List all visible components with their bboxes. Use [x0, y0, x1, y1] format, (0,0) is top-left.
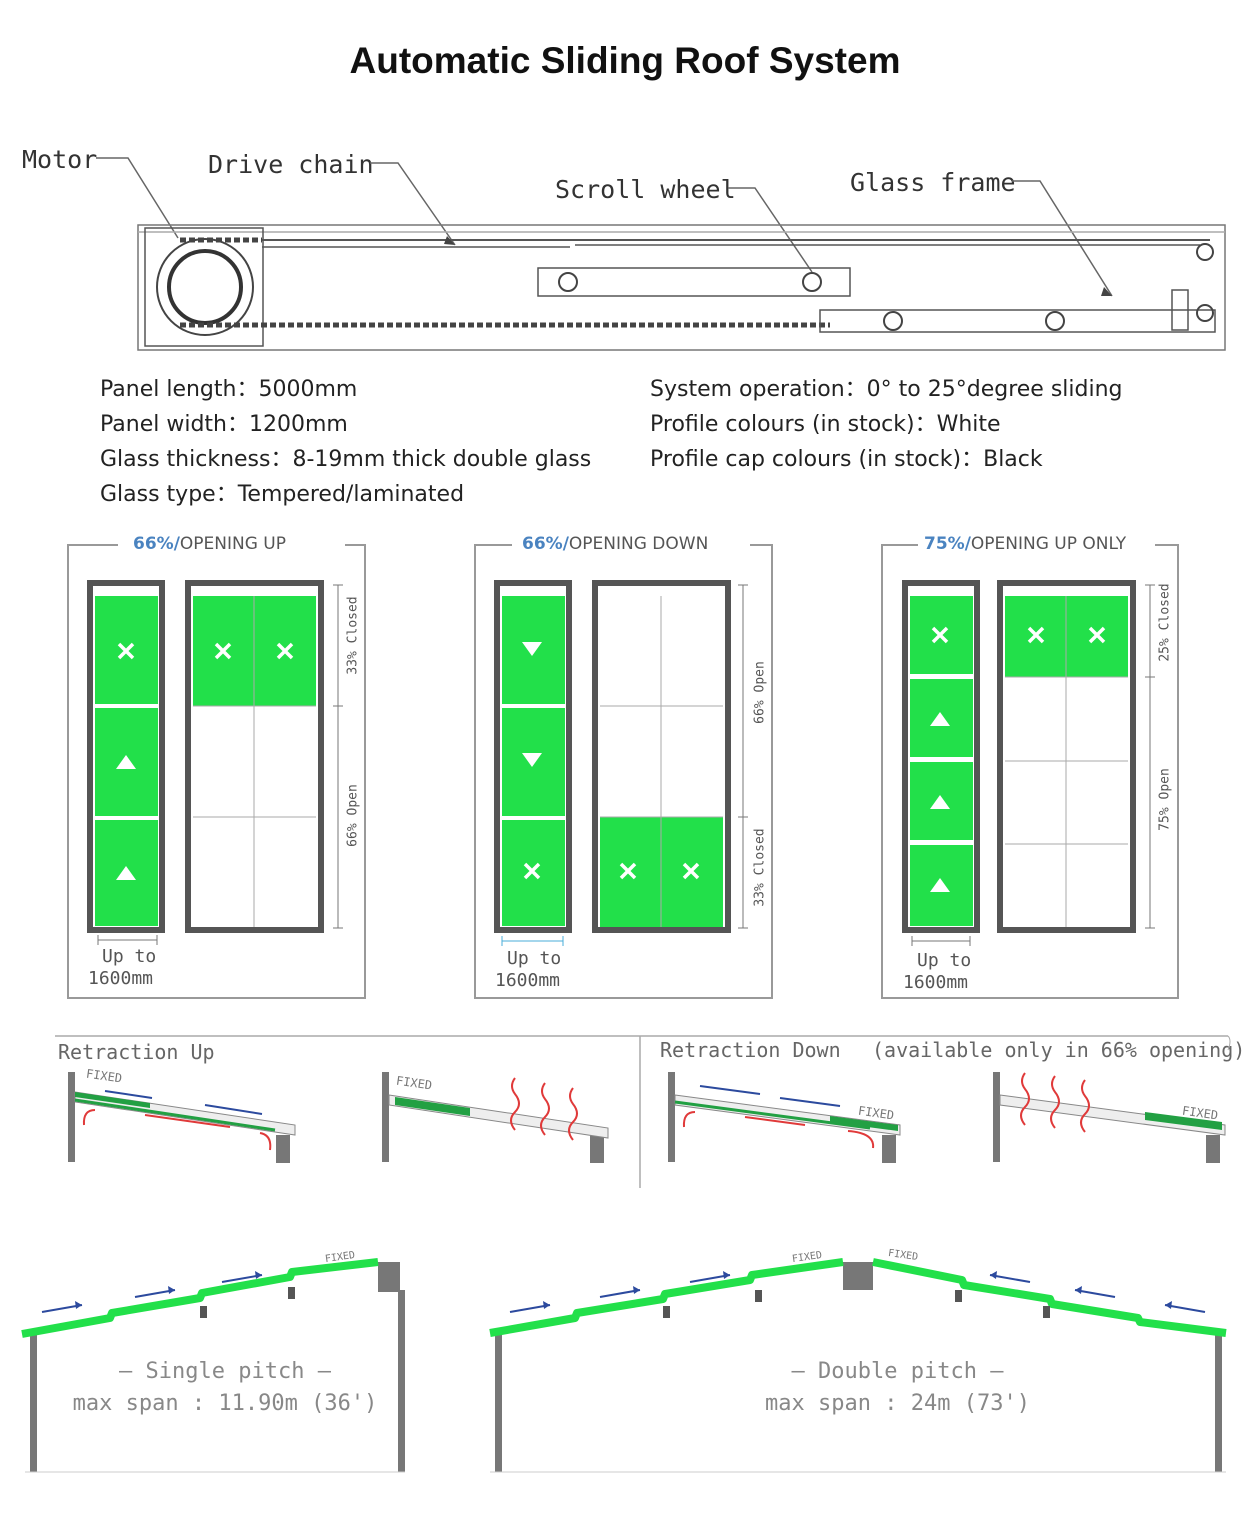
- retraction-up-step2: [382, 1072, 609, 1163]
- specs-left: Panel length：5000mm Panel width：1200mm G…: [100, 372, 591, 512]
- motor-leader: [96, 157, 179, 239]
- retraction-down-note: (available only in 66% opening): [872, 1038, 1246, 1062]
- housing-outline: [137, 224, 1226, 351]
- glass-frame-leader: [1012, 180, 1113, 297]
- double-pitch-span: max span : 24m (73'): [765, 1391, 1030, 1416]
- card-opening-up-only: [881, 544, 1179, 999]
- glass-frame: [819, 309, 1216, 333]
- double-pitch-title: — Double pitch —: [791, 1359, 1004, 1384]
- card-title: 66%/OPENING DOWN: [516, 534, 715, 554]
- spec-line: Glass thickness：8-19mm thick double glas…: [100, 447, 592, 472]
- glass-frame-label: Glass frame: [850, 168, 1016, 197]
- retraction-down-step1: [668, 1072, 901, 1163]
- single-pitch-label: — Single pitch — max span : 11.90m (36'): [60, 1356, 390, 1420]
- motor-sprocket: [156, 238, 254, 336]
- page-title: Automatic Sliding Roof System: [349, 40, 901, 81]
- card-title: 66%/OPENING UP: [127, 534, 292, 554]
- retraction-up-step1: [68, 1072, 296, 1163]
- single-pitch-title: — Single pitch —: [119, 1359, 331, 1384]
- card-title: 75%/OPENING UP ONLY: [918, 534, 1133, 554]
- drive-chain-leader: [370, 162, 456, 246]
- retraction-down-label: Retraction Down: [660, 1038, 841, 1062]
- scroll-wheel-label: Scroll wheel: [555, 175, 736, 204]
- card-opening-down: [474, 544, 773, 999]
- scroll-carriage: [537, 267, 851, 297]
- double-pitch-diagram: [489, 1258, 1227, 1473]
- single-pitch-diagram: [21, 1258, 405, 1473]
- specs-right: System operation：0° to 25°degree sliding…: [650, 372, 1123, 477]
- spec-line: Glass type：Tempered/laminated: [100, 482, 465, 507]
- motor-label: Motor: [22, 145, 98, 174]
- spec-line: Panel length：5000mm: [100, 377, 358, 402]
- drive-chain-label: Drive chain: [208, 150, 374, 179]
- retraction-down-step2: [993, 1072, 1226, 1163]
- single-pitch-span: max span : 11.90m (36'): [72, 1391, 378, 1416]
- motor-box: [144, 227, 264, 347]
- retraction-up-label: Retraction Up: [58, 1040, 215, 1064]
- spec-line: System operation：0° to 25°degree sliding: [650, 377, 1123, 402]
- double-pitch-label: — Double pitch — max span : 24m (73'): [720, 1356, 1075, 1420]
- spec-line: Profile colours (in stock)：White: [650, 412, 1001, 437]
- spec-line: Panel width：1200mm: [100, 412, 348, 437]
- card-opening-up: [67, 544, 366, 999]
- scroll-wheel-leader: [728, 187, 813, 273]
- spec-line: Profile cap colours (in stock)：Black: [650, 447, 1043, 472]
